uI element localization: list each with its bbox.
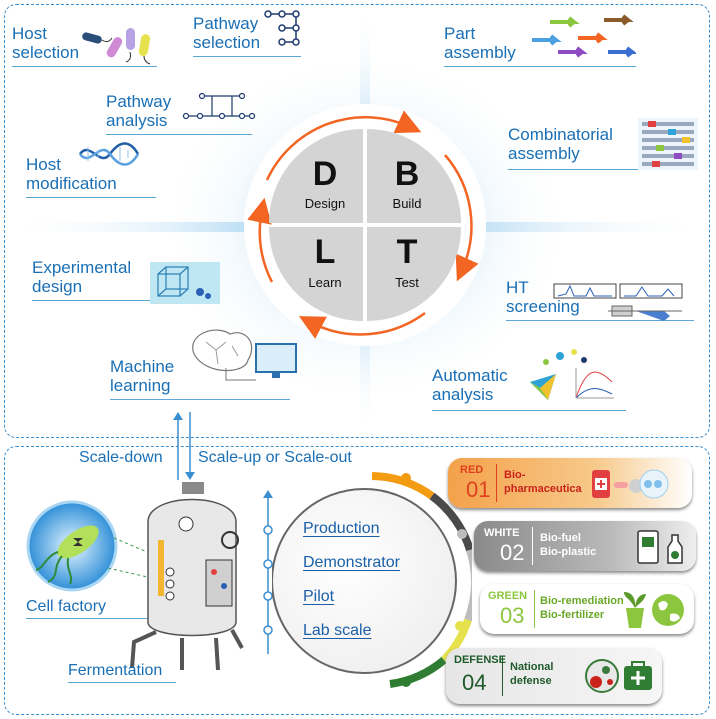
white-category-card: WHITE 02 Bio-fuel Bio-plastic [474,521,696,571]
stage-demonstrator: Demonstrator [303,554,400,571]
combinatorial-grid-icon [638,118,698,170]
red-name: RED [460,464,484,476]
green-desc-2: Bio-fertilizer [540,609,605,621]
defense-kit-icon [585,659,652,693]
screening-plots-icon [553,283,683,321]
pathway-diagram-icon [182,92,256,120]
red-category-card: RED 01 Bio- pharmaceutica [448,458,692,508]
green-name: GREEN [488,590,528,602]
scale-arrows [173,412,195,480]
white-desc-1: Bio-fuel [540,532,581,544]
stage-production: Production [303,520,380,537]
green-num: 03 [500,603,525,628]
scale-circle [272,472,472,688]
scale-down-label: Scale-down [79,449,163,466]
defense-desc-1: National [510,661,554,673]
white-num: 02 [500,540,525,565]
bacteria-icon [82,28,151,65]
defense-category-card: DEFENSE 04 National defense [446,648,662,704]
fermenter-icon [130,482,244,671]
defense-num: 04 [462,670,487,695]
experiment-cube-icon [150,262,220,304]
dbtl-cycle [244,104,486,346]
stage-pilot: Pilot [303,588,335,605]
stage-lab-scale: Lab scale [303,622,372,639]
build-letter: B [394,155,420,193]
design-letter: D [312,155,338,193]
design-word: Design [304,196,346,211]
defense-name: DEFENSE [454,654,506,666]
fermentation-label: Fermentation [68,662,176,683]
white-name: WHITE [484,527,520,539]
dna-icon [78,142,140,166]
scale-up-label: Scale-up or Scale-out [198,449,352,466]
learn-word: Learn [308,275,342,290]
scale-axis [263,490,273,654]
cell-factory-icon [26,500,153,592]
defense-desc-2: defense [510,675,552,687]
medicine-icon [592,469,669,499]
cell-factory-label: Cell factory [26,598,158,619]
white-desc-2: Bio-plastic [540,546,597,558]
red-desc-1: Bio- [504,469,526,481]
learn-letter: L [314,233,336,271]
part-arrows-icon [532,14,636,58]
red-num: 01 [466,477,491,502]
scale-panel [4,446,710,715]
test-letter: T [396,233,418,271]
fuel-bottle-icon [637,530,683,564]
green-category-card: GREEN 03 Bio-remediation Bio-fertilizer [480,584,694,634]
analysis-chart-icon [530,349,614,400]
pathway-network-icon [264,10,300,46]
test-word: Test [395,275,419,290]
brain-computer-icon [192,329,297,381]
dbtl-panel [4,4,710,438]
build-word: Build [392,196,422,211]
red-desc-2: pharmaceutica [504,483,582,495]
plant-globe-icon [624,592,684,628]
green-desc-1: Bio-remediation [540,595,624,607]
